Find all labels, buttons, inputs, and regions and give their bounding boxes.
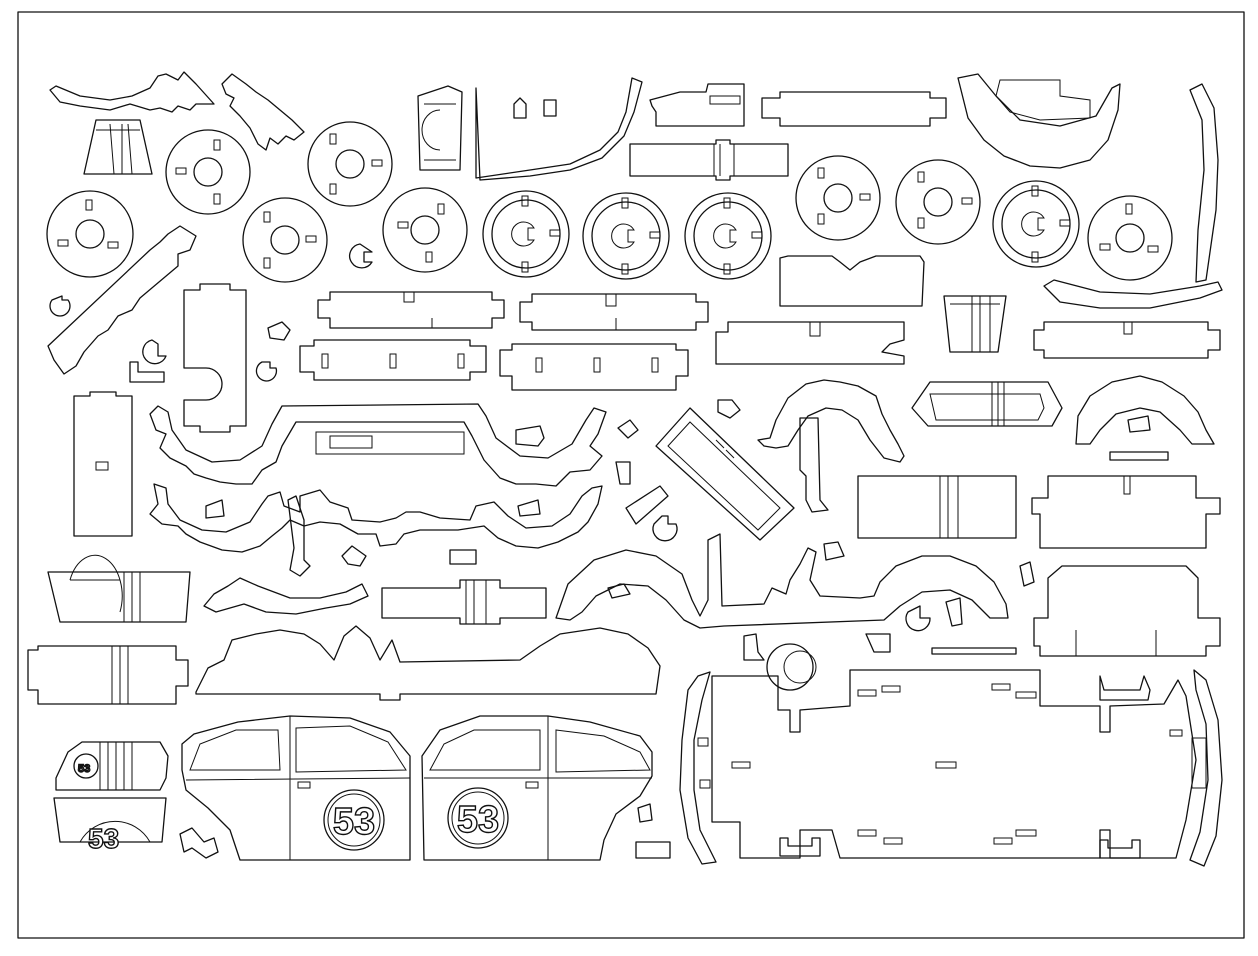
fender-arc-top (475, 77, 643, 181)
wheel-8 (684, 192, 772, 280)
wheel-3 (46, 190, 134, 278)
right-curved-strip (1189, 83, 1219, 283)
roof-plate (1033, 565, 1221, 657)
wheel-6 (482, 190, 570, 278)
small-bottom-blocks (635, 803, 671, 859)
wheel-1 (165, 129, 251, 215)
wheel-row (46, 121, 1173, 283)
front-badge-number: 53 (88, 823, 119, 854)
small-badge-number-top: 53 (78, 763, 90, 775)
floor-rail-long (195, 625, 661, 701)
chassis-side-upper (149, 403, 607, 487)
car-body-side-right (421, 715, 653, 861)
chassis-curved-side-right (1189, 669, 1223, 867)
small-c-clip-2 (49, 295, 71, 317)
thin-bar-strip (931, 647, 1017, 655)
left-door-badge-number: 53 (333, 801, 375, 843)
right-door-badge-number: 53 (457, 799, 499, 841)
axle-block-top (629, 139, 789, 181)
front-bumper-block-left (83, 119, 153, 175)
wheel-9 (795, 155, 881, 241)
windshield-frame-top (911, 381, 1063, 427)
trunk-lid-plate (1031, 475, 1221, 549)
seat-back-plate-2 (519, 293, 709, 331)
wheel-2 (307, 121, 393, 207)
small-c-clip-3 (129, 321, 291, 383)
wheel-arch-right (1075, 375, 1215, 461)
front-bumper-block-right (943, 295, 1007, 353)
floor-gear-arch (555, 533, 1009, 632)
window-frame-plate-2 (499, 343, 689, 391)
left-vertical-plate (73, 391, 133, 537)
seat-base-right (1033, 321, 1221, 359)
small-c-clip-1 (349, 243, 373, 269)
sheet-border (17, 11, 1245, 939)
small-tab-pieces (341, 399, 1035, 587)
engine-block-gear (55, 741, 169, 791)
lower-diagonal-strip (203, 577, 369, 615)
wheel-11 (992, 180, 1080, 268)
u-clip-left (179, 827, 219, 859)
rear-fender-arc-top (957, 73, 1121, 169)
seat-plate-right-lower (857, 475, 1017, 539)
left-window-block (27, 645, 189, 705)
window-frame-plate-1 (299, 339, 487, 381)
seat-base-middle (715, 321, 905, 365)
long-top-rail (761, 91, 947, 127)
door-sill-strip (649, 83, 745, 127)
engine-block-front (53, 797, 167, 843)
chassis-c-clips (743, 633, 891, 661)
top-angled-bracket (221, 73, 305, 151)
wheel-7 (582, 192, 670, 280)
chassis-side-lower (149, 483, 603, 553)
wheel-12 (1087, 195, 1173, 281)
wheel-5 (382, 187, 468, 273)
diagonal-long-bracket (47, 225, 197, 375)
top-left-strip (49, 71, 215, 113)
seat-back-plate-1 (317, 291, 505, 329)
front-window-block-left (47, 554, 191, 623)
right-curved-rail (1043, 279, 1223, 309)
chassis-floor-plate (711, 643, 1197, 859)
wheel-4 (242, 197, 328, 283)
car-body-side-left (181, 715, 411, 861)
axle-block-mid (381, 579, 547, 625)
chassis-curved-side-left (679, 671, 717, 865)
dashboard-plate (779, 255, 925, 307)
wheel-arch-middle (757, 379, 905, 513)
headlight-housing (417, 85, 463, 171)
vertical-h-plate (183, 283, 247, 433)
steering-arm (287, 495, 311, 577)
wheel-10 (895, 159, 981, 245)
rear-window-frame (655, 407, 795, 541)
